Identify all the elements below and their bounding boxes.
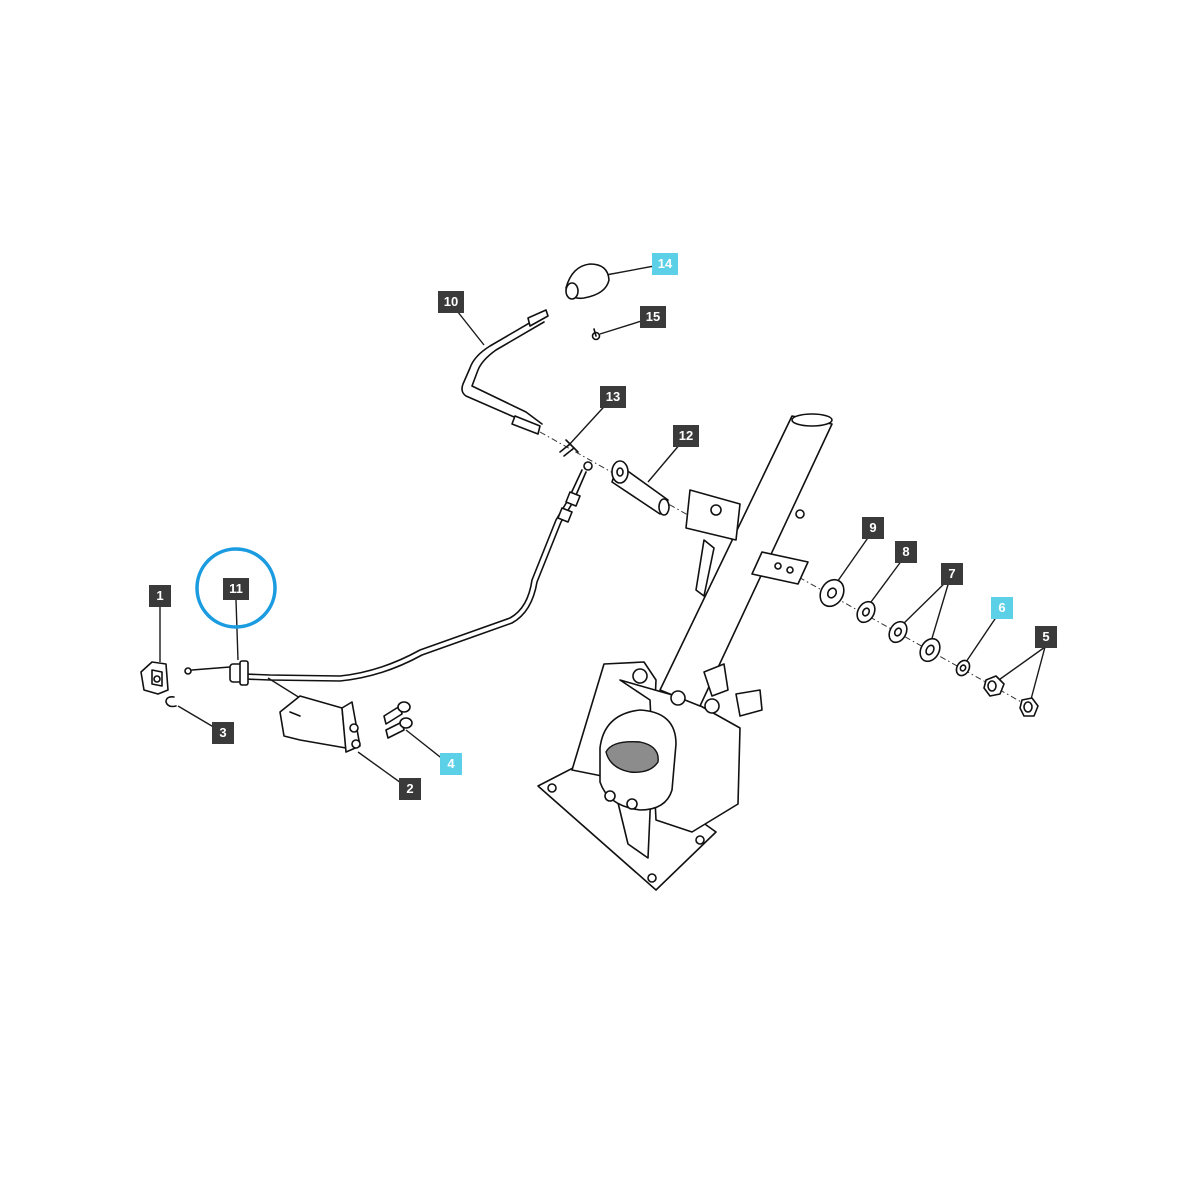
leader-lines — [159, 263, 1046, 789]
cable-clip-part-1 — [140, 661, 169, 695]
callout-7[interactable]: 7 — [941, 563, 963, 585]
shift-lever-part-10 — [461, 309, 549, 435]
pivot-sleeve-part-12 — [611, 460, 670, 516]
washer-part-9 — [819, 578, 845, 608]
nuts-part-5 — [983, 675, 1039, 717]
callout-5[interactable]: 5 — [1035, 626, 1057, 648]
callout-4[interactable]: 4 — [440, 753, 462, 775]
callout-8[interactable]: 8 — [895, 541, 917, 563]
e-clip-part-3 — [165, 696, 177, 708]
washer-part-8 — [856, 600, 876, 624]
washer-part-6 — [955, 659, 971, 677]
callout-11[interactable]: 11 — [223, 578, 249, 600]
bolts-part-4 — [383, 701, 413, 739]
screw-part-15 — [591, 328, 601, 341]
control-cable-part-11 — [184, 461, 593, 686]
callout-3[interactable]: 3 — [212, 722, 234, 744]
cotter-pin-part-13 — [559, 439, 579, 457]
callout-2[interactable]: 2 — [399, 778, 421, 800]
selection-ring — [195, 547, 277, 629]
callout-15[interactable]: 15 — [640, 306, 666, 328]
callout-13[interactable]: 13 — [600, 386, 626, 408]
callout-9[interactable]: 9 — [862, 517, 884, 539]
callout-14[interactable]: 14 — [652, 253, 678, 275]
washers-part-7 — [888, 620, 941, 663]
bracket-part-2 — [279, 695, 361, 753]
callout-10[interactable]: 10 — [438, 291, 464, 313]
callout-6[interactable]: 6 — [991, 597, 1013, 619]
lever-assembly-body — [537, 413, 833, 891]
callout-1[interactable]: 1 — [149, 585, 171, 607]
shift-knob-part-14 — [565, 263, 610, 300]
callout-12[interactable]: 12 — [673, 425, 699, 447]
